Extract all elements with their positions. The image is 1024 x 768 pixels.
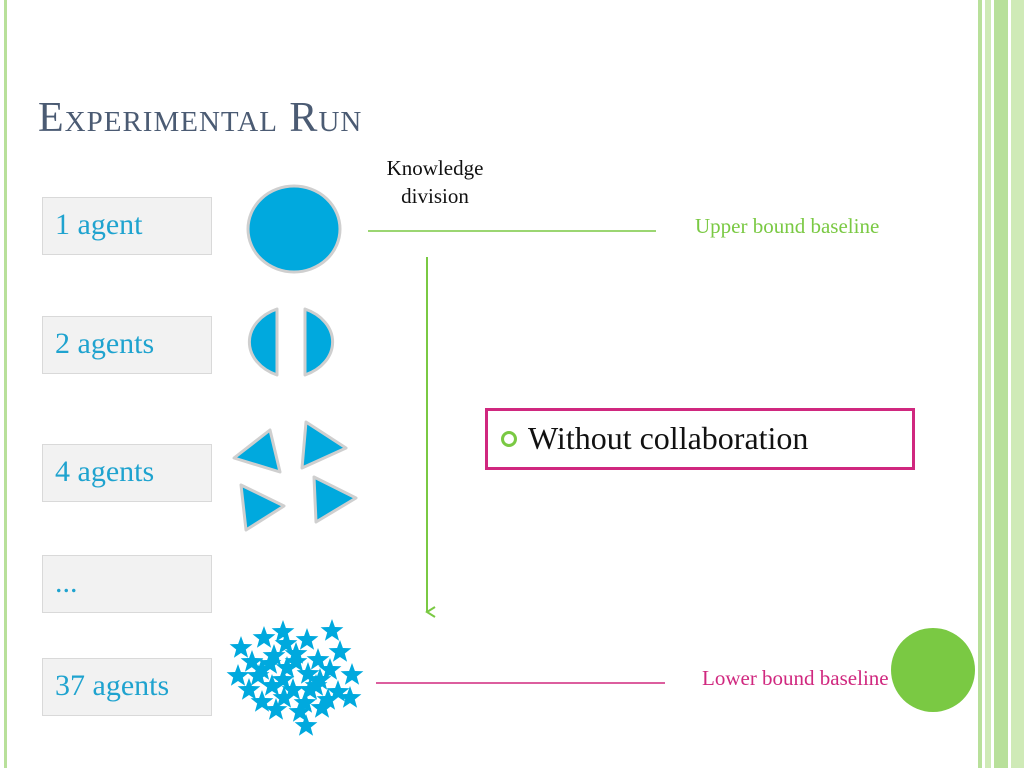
star-icon bbox=[306, 648, 330, 670]
agent-row-37: 37 agents bbox=[42, 658, 212, 716]
star-icon bbox=[240, 650, 264, 672]
half-circle-right-shape bbox=[303, 307, 335, 377]
agent-row-4: 4 agents bbox=[42, 444, 212, 502]
frame-right-stripe bbox=[985, 0, 991, 768]
callout-text: Without collaboration bbox=[528, 420, 809, 456]
star-icon bbox=[271, 668, 295, 690]
agent-row-1: 1 agent bbox=[42, 197, 212, 255]
star-icon bbox=[258, 652, 282, 674]
star-icon bbox=[274, 632, 298, 654]
without-collaboration-callout: Without collaboration bbox=[485, 408, 915, 470]
triangle-shape bbox=[239, 483, 286, 532]
star-icon bbox=[340, 663, 364, 685]
frame-right-stripe bbox=[1011, 0, 1024, 768]
frame-right-stripe bbox=[978, 0, 982, 768]
star-icon bbox=[284, 650, 308, 672]
star-icon bbox=[310, 696, 334, 718]
star-icon bbox=[250, 658, 274, 680]
star-icon bbox=[293, 691, 317, 713]
triangle-shape bbox=[300, 420, 348, 470]
star-icon bbox=[246, 664, 270, 686]
star-icon bbox=[262, 644, 286, 666]
circle-bullet-icon bbox=[501, 431, 517, 447]
star-icon bbox=[250, 690, 274, 712]
star-icon bbox=[260, 674, 284, 696]
star-icon bbox=[326, 680, 350, 702]
star-icon bbox=[320, 619, 344, 641]
star-icon bbox=[298, 678, 322, 700]
agent-row-ellipsis: ... bbox=[42, 555, 212, 613]
upper-bound-label: Upper bound baseline bbox=[695, 214, 880, 238]
star-icon bbox=[281, 678, 305, 700]
star-icon bbox=[275, 656, 299, 678]
frame-left-stripe bbox=[4, 0, 7, 768]
star-icon bbox=[295, 628, 319, 650]
star-icon bbox=[294, 714, 318, 736]
star-icon bbox=[308, 668, 332, 690]
lime-dot-decoration bbox=[891, 628, 975, 712]
star-icon bbox=[229, 636, 253, 658]
star-icon bbox=[296, 662, 320, 684]
whole-circle-shape bbox=[246, 184, 342, 274]
frame-right-stripe bbox=[994, 0, 1008, 768]
knowledge-division-label: Knowledge division bbox=[360, 154, 510, 210]
star-icon bbox=[318, 658, 342, 680]
star-icon bbox=[338, 686, 362, 708]
knowledge-division-line1: Knowledge bbox=[386, 156, 484, 180]
agent-row-2: 2 agents bbox=[42, 316, 212, 374]
star-icon bbox=[272, 686, 296, 708]
star-icon bbox=[271, 620, 295, 642]
slide-title: Experimental Run bbox=[38, 95, 363, 141]
knowledge-division-line2: division bbox=[401, 184, 469, 208]
star-icon bbox=[316, 688, 340, 710]
triangle-shape bbox=[232, 428, 282, 474]
half-circle-left-shape bbox=[247, 307, 279, 377]
star-icon bbox=[237, 678, 261, 700]
star-icon bbox=[226, 664, 250, 686]
star-icon bbox=[328, 640, 352, 662]
star-icon bbox=[252, 626, 276, 648]
star-cluster bbox=[226, 619, 364, 736]
lower-bound-label: Lower bound baseline bbox=[702, 666, 889, 690]
triangle-shape bbox=[312, 475, 358, 524]
star-icon bbox=[288, 700, 312, 722]
star-icon bbox=[264, 698, 288, 720]
